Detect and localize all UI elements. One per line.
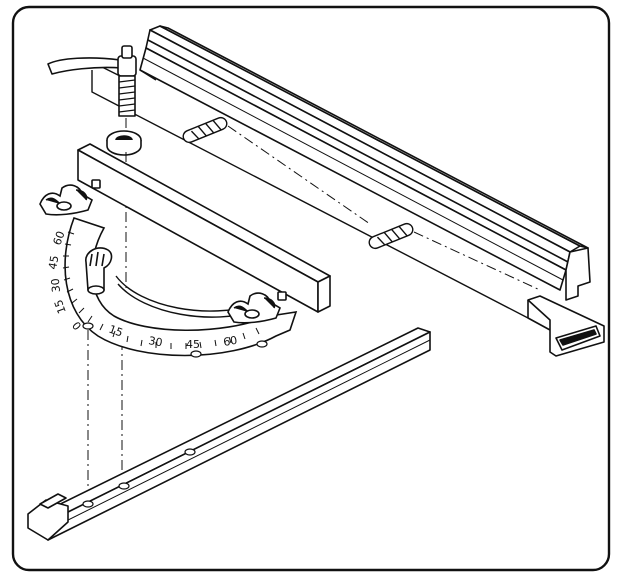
locking-knob	[85, 247, 113, 295]
protractor-labels-bottom: 15 30 45 60	[107, 323, 238, 351]
threaded-stud-lower	[368, 222, 414, 250]
lock-lever	[47, 45, 137, 117]
scale-label: 15	[107, 323, 125, 340]
protractor-holes	[82, 322, 268, 358]
guide-bar-holes	[82, 448, 196, 508]
scale-label: 15	[52, 298, 69, 316]
scale-label: 45	[46, 254, 61, 270]
wing-nut-right	[227, 292, 281, 324]
protractor-ticks	[62, 231, 260, 349]
fence-rail	[139, 25, 605, 357]
scale-label: 60	[51, 229, 68, 247]
miter-gauge-body	[77, 143, 331, 313]
washer	[106, 130, 142, 156]
scale-label: 30	[147, 334, 163, 349]
scale-label: 60	[222, 334, 238, 349]
scale-label: 30	[49, 278, 63, 293]
guide-bar	[27, 327, 431, 541]
scale-label: 45	[186, 338, 200, 351]
alignment-lines	[87, 118, 541, 500]
wing-nut-left	[39, 184, 93, 216]
threaded-stud-upper	[182, 116, 228, 144]
